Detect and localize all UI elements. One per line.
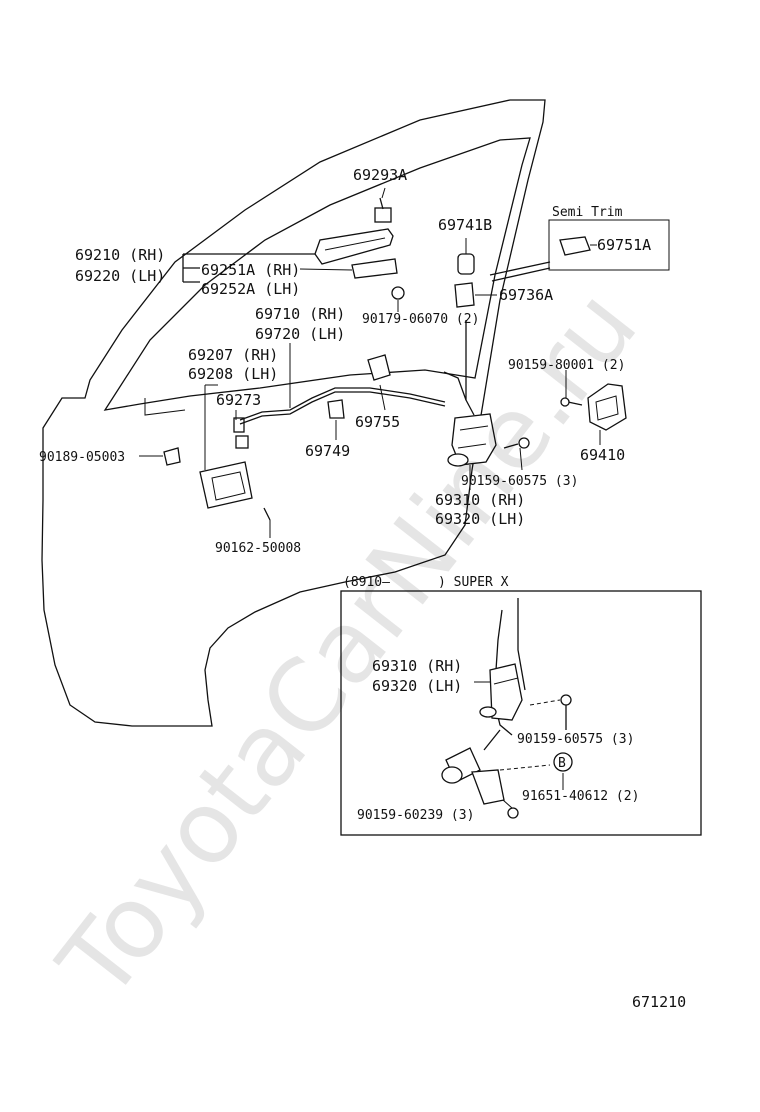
label-90159-60575: 90159-60575 (3) <box>461 474 578 489</box>
lock-rods <box>239 320 475 425</box>
outside-handle <box>314 197 405 300</box>
label-69273: 69273 <box>216 391 261 409</box>
label-69410: 69410 <box>580 446 625 464</box>
door-lock-assembly <box>447 413 530 467</box>
door-striker <box>560 383 627 431</box>
label-69210: 69210 (RH) <box>75 246 165 264</box>
label-69741b: 69741B <box>438 216 492 234</box>
label-69252a: 69252A (LH) <box>201 280 300 298</box>
inset-label-90159-60575: 90159-60575 (3) <box>517 732 634 747</box>
label-69207: 69207 (RH) <box>188 346 278 364</box>
label-90162-50008: 90162-50008 <box>215 541 301 556</box>
lock-knob <box>454 253 551 308</box>
super-x-inset <box>340 590 702 836</box>
inset-title-left: (8910– <box>343 575 390 590</box>
label-69751a: 69751A <box>597 236 651 254</box>
inset-label-90159-60239: 90159-60239 (3) <box>357 808 474 823</box>
inset-label-69310: 69310 (RH) <box>372 657 462 675</box>
label-90179-06070: 90179-06070 (2) <box>362 312 479 327</box>
inside-handle <box>163 417 271 521</box>
inset-title-right: ) SUPER X <box>438 575 509 590</box>
label-69755: 69755 <box>355 413 400 431</box>
label-69736a: 69736A <box>499 286 553 304</box>
leader-lines <box>139 187 601 538</box>
label-69749: 69749 <box>305 442 350 460</box>
inset-label-69320: 69320 (LH) <box>372 677 462 695</box>
label-69710: 69710 (RH) <box>255 305 345 323</box>
semi-trim-box <box>548 219 670 271</box>
label-90189-05003: 90189-05003 <box>39 450 125 465</box>
label-69310: 69310 (RH) <box>435 491 525 509</box>
label-90159-80001: 90159-80001 (2) <box>508 358 625 373</box>
label-69220: 69220 (LH) <box>75 267 165 285</box>
reference-b-circle <box>553 752 573 772</box>
watermark: ToyotaCarNine.ru <box>36 268 660 1020</box>
label-69720: 69720 (LH) <box>255 325 345 343</box>
reference-b-letter: B <box>558 756 566 771</box>
diagram-code: 671210 <box>632 993 686 1011</box>
label-69293a: 69293A <box>353 166 407 184</box>
label-69208: 69208 (LH) <box>188 365 278 383</box>
label-69251a: 69251A (RH) <box>201 261 300 279</box>
label-69320: 69320 (LH) <box>435 510 525 528</box>
inset-label-91651-40612: 91651-40612 (2) <box>522 789 639 804</box>
semi-trim-label: Semi Trim <box>552 205 623 220</box>
door-panel-outline <box>41 99 546 727</box>
